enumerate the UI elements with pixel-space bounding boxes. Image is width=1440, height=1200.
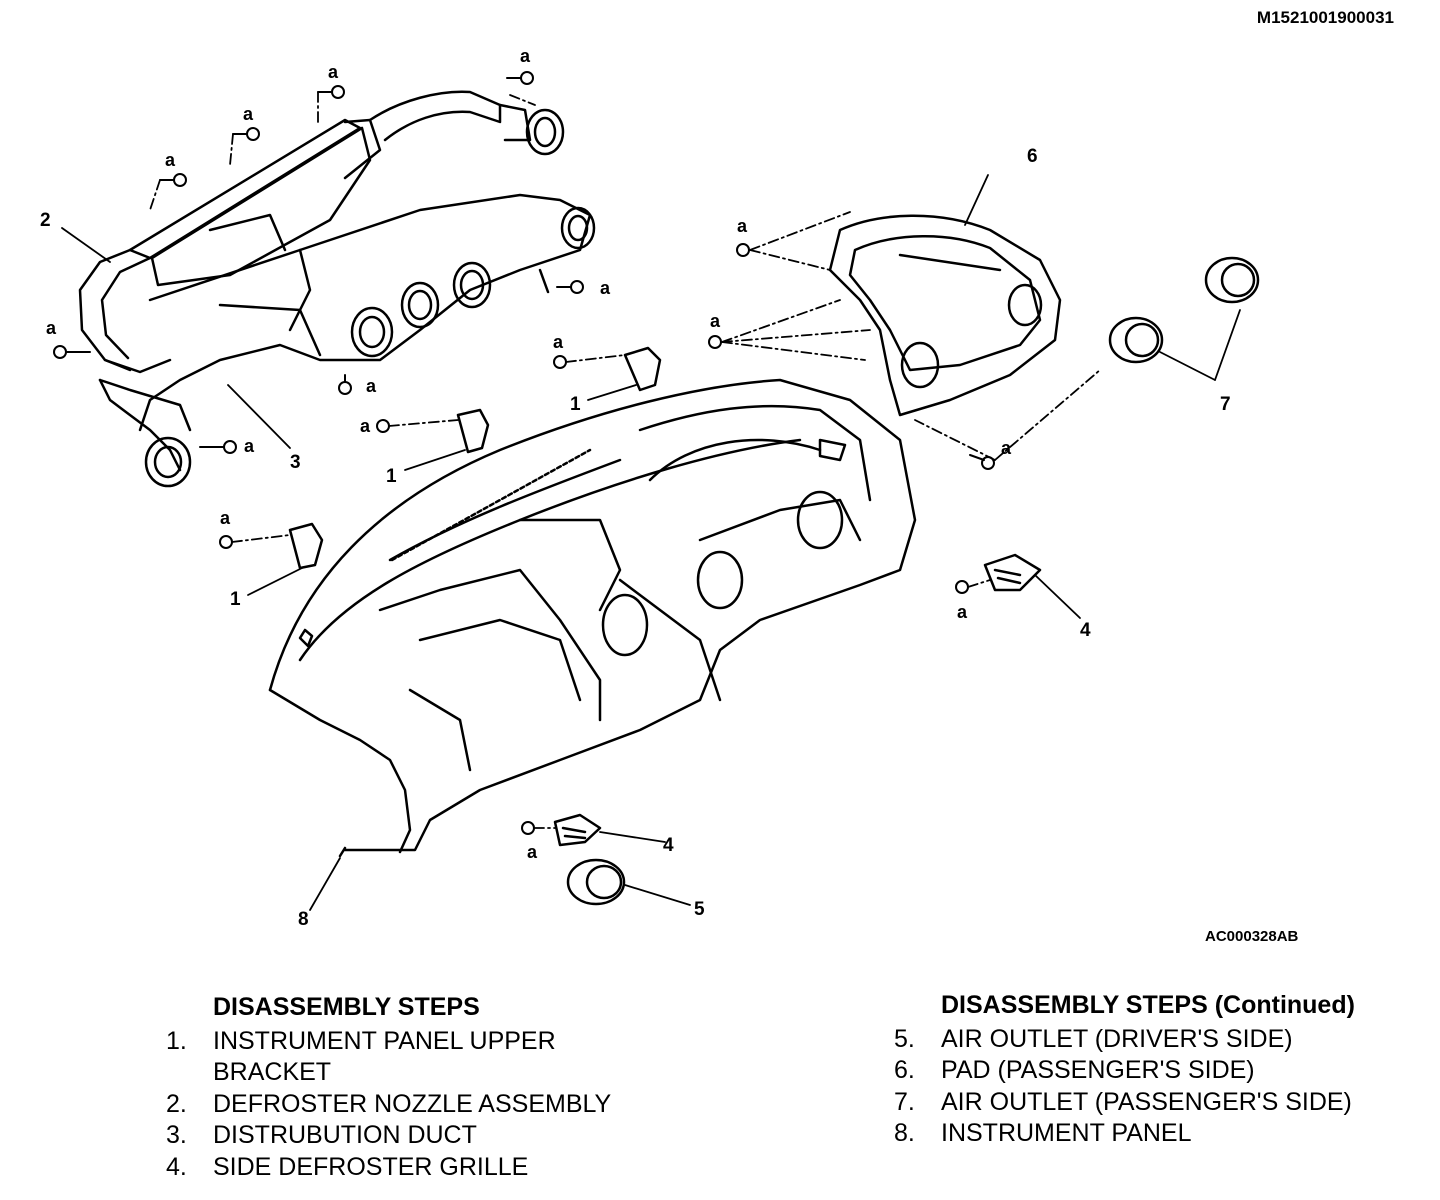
fastener-label: a [46,318,57,338]
step-item: 7. AIR OUTLET (PASSENGER'S SIDE) [894,1087,1381,1119]
step-item: 5. AIR OUTLET (DRIVER'S SIDE) [894,1024,1381,1056]
step-number: 1. [166,1026,187,1055]
fastener-label: a [1001,438,1012,458]
step-text: INSTRUMENT PANEL [941,1119,1192,1147]
fastener-label: a [527,842,538,862]
instrument-panel-upper-bracket [288,346,662,570]
step-text: SIDE DEFROSTER GRILLE [213,1152,529,1181]
exploded-view-diagram: a a a a a a a a a a a a a a a a 1 1 1 2 … [40,46,1260,930]
screws [53,71,995,835]
step-number: 6. [894,1056,915,1084]
fastener-label: a [710,311,721,331]
callout-4: 4 [1080,620,1091,641]
pad-passenger-side [828,214,1062,417]
step-item: 8. INSTRUMENT PANEL [894,1118,1381,1150]
disassembly-steps-continued: DISASSEMBLY STEPS (Continued) 5. AIR OUT… [894,990,1381,1150]
fastener-label: a [328,62,339,82]
figure-id: AC000328AB [1205,928,1299,945]
step-number: 4. [166,1152,187,1181]
callout-2: 2 [40,210,51,231]
callout-5: 5 [694,899,705,920]
step-item: 6. PAD (PASSENGER'S SIDE) [894,1055,1381,1087]
step-number: 8. [894,1119,915,1147]
callout-4: 4 [663,835,674,856]
step-item: 4. SIDE DEFROSTER GRILLE [166,1152,653,1184]
step-text: AIR OUTLET (DRIVER'S SIDE) [941,1024,1293,1053]
steps-title: DISASSEMBLY STEPS [213,993,480,1021]
step-number: 2. [166,1089,187,1118]
instrument-panel [268,378,917,858]
fastener-label: a [520,46,531,66]
step-item: 3. DISTRUBUTION DUCT [166,1120,653,1152]
leader-lines [61,174,1241,911]
step-number: 3. [166,1121,187,1149]
step-text: INSTRUMENT PANEL UPPER BRACKET [213,1026,556,1087]
fastener-label: a [553,332,564,352]
fastener-label: a [366,376,377,396]
callout-8: 8 [298,909,309,930]
step-number: 5. [894,1024,915,1053]
disassembly-steps: DISASSEMBLY STEPS 1. INSTRUMENT PANEL UP… [166,992,653,1183]
fastener-labels: a a a a a a a a a a a a a a a a [46,46,1012,862]
callout-1: 1 [386,466,397,487]
fastener-label: a [220,508,231,528]
step-text: DISTRUBUTION DUCT [213,1121,477,1149]
air-outlet-passenger-side [1108,256,1260,364]
fastener-label: a [360,416,371,436]
fastener-label: a [244,436,255,456]
step-text: PAD (PASSENGER'S SIDE) [941,1056,1255,1084]
callout-3: 3 [290,452,301,473]
step-number: 7. [894,1087,915,1116]
document-id: M1521001900031 [1256,8,1394,27]
fastener-label: a [737,216,748,236]
fastener-label: a [165,150,176,170]
step-item: 1. INSTRUMENT PANEL UPPER BRACKET [166,1026,653,1089]
reference-lines [149,91,1101,829]
step-text: DEFROSTER NOZZLE ASSEMBLY [213,1089,612,1118]
fastener-label: a [957,602,968,622]
callout-1: 1 [230,589,241,610]
side-defroster-grille [553,553,1042,847]
defroster-nozzle-assembly [78,90,565,374]
step-text: AIR OUTLET (PASSENGER'S SIDE) [941,1087,1352,1116]
step-item: 2. DEFROSTER NOZZLE ASSEMBLY [166,1089,653,1121]
steps-title: DISASSEMBLY STEPS (Continued) [941,991,1355,1019]
callout-6: 6 [1027,146,1038,167]
distribution-duct [98,193,596,488]
fastener-label: a [243,104,254,124]
part-callouts: 1 1 1 2 3 4 4 5 6 7 8 [40,146,1231,930]
fastener-label: a [600,278,611,298]
callout-7: 7 [1220,394,1231,415]
air-outlet-driver-side [566,858,626,906]
callout-1: 1 [570,394,581,415]
